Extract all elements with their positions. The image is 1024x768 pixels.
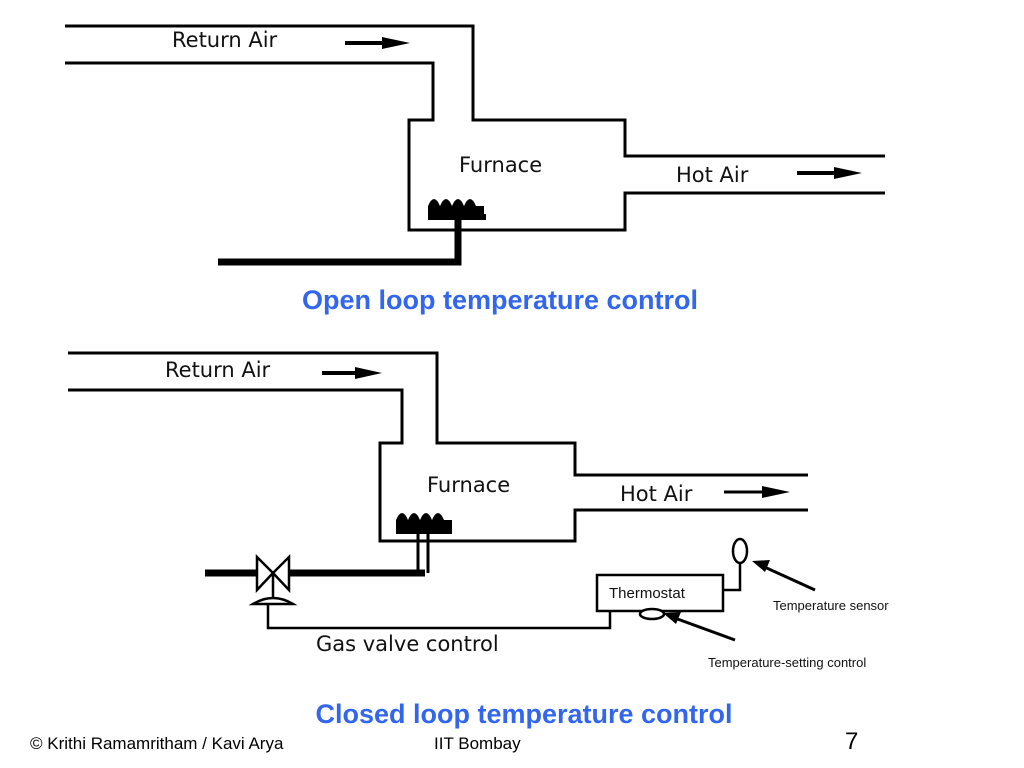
gas-valve-icon bbox=[248, 553, 298, 606]
temperature-sensor-label: Temperature sensor bbox=[773, 598, 889, 613]
return-air-label: Return Air bbox=[172, 28, 278, 52]
furnace-label-closed: Furnace bbox=[427, 473, 510, 497]
temperature-sensor-icon bbox=[723, 537, 749, 592]
return-air-label-closed: Return Air bbox=[165, 358, 271, 382]
closed-loop-diagram: Return Air Furnace Hot Air bbox=[68, 351, 889, 670]
temperature-setting-label: Temperature-setting control bbox=[708, 655, 866, 670]
return-air-duct-closed bbox=[68, 351, 808, 543]
burner-icon bbox=[428, 199, 486, 220]
return-air-arrow-closed bbox=[322, 367, 382, 379]
gas-supply-pipe-closed bbox=[205, 533, 430, 577]
footer-copyright: © Krithi Ramamritham / Kavi Arya bbox=[30, 734, 284, 753]
gas-valve-control-label: Gas valve control bbox=[316, 632, 499, 656]
burner-icon-closed bbox=[396, 513, 452, 534]
return-air-arrow bbox=[345, 37, 410, 49]
hot-air-label-closed: Hot Air bbox=[620, 482, 693, 506]
gas-supply-pipe bbox=[218, 220, 462, 266]
temperature-sensor-pointer bbox=[752, 560, 816, 592]
footer-institution: IIT Bombay bbox=[434, 734, 521, 753]
hot-air-arrow bbox=[797, 167, 862, 179]
temperature-setting-knob-icon bbox=[638, 607, 666, 621]
open-loop-diagram: Return Air Furnace Hot Air bbox=[65, 24, 885, 266]
open-loop-caption: Open loop temperature control bbox=[302, 285, 698, 315]
page-number: 7 bbox=[845, 728, 859, 755]
temperature-setting-pointer bbox=[663, 612, 736, 642]
hot-air-arrow-closed bbox=[724, 486, 790, 498]
closed-loop-caption: Closed loop temperature control bbox=[315, 699, 732, 729]
thermostat-box: Thermostat bbox=[595, 573, 725, 613]
furnace-label: Furnace bbox=[459, 153, 542, 177]
gas-valve-control-line bbox=[266, 605, 612, 630]
hot-air-label: Hot Air bbox=[676, 163, 749, 187]
thermostat-label: Thermostat bbox=[609, 585, 686, 602]
return-air-duct bbox=[65, 24, 885, 232]
